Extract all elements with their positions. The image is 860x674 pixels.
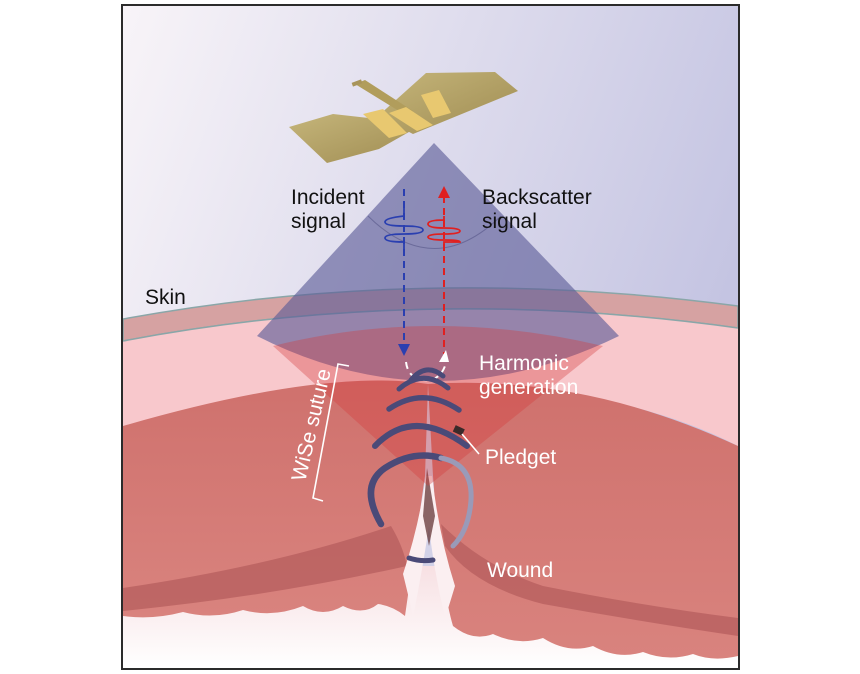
suture-stitch-3 [386, 395, 462, 413]
backscatter-label-line2: signal [482, 210, 537, 233]
harmonic-field-cone [273, 326, 603, 486]
figure-frame: Incident signal Backscatter signal Skin … [121, 4, 740, 670]
suture-stitches [367, 367, 474, 564]
backscatter-signal-label: Backscatter signal [482, 186, 592, 234]
incident-wave-icon [384, 201, 424, 250]
wound-cleft [423, 468, 435, 546]
wound-label: Wound [487, 559, 554, 582]
incident-signal-label: Incident signal [291, 186, 365, 234]
suture-stitch-4 [372, 423, 470, 449]
reader-antenna [289, 72, 518, 163]
pledget-marker [452, 425, 465, 436]
suture-bracket [312, 363, 350, 502]
harmonic-return-arrowhead [439, 350, 449, 362]
incident-field-cone [257, 143, 619, 381]
backscatter-label-line1: Backscatter [482, 186, 592, 209]
harmonic-label-line2: generation [479, 376, 579, 399]
harmonic-generation-label: Harmonic generation [479, 352, 578, 400]
suture-stitch-5-right [438, 455, 474, 549]
harmonic-label-line1: Harmonic [479, 352, 569, 375]
antenna-feedline [355, 80, 413, 116]
suture-stitch-1 [408, 367, 446, 383]
antenna-stripe-1 [363, 109, 407, 138]
backscatter-wave-icon [427, 216, 461, 250]
wound-monitoring-diagram [123, 6, 738, 668]
wound-gap [403, 476, 455, 618]
suture-stitch-2 [396, 375, 451, 392]
tissue-right-side-layer [441, 524, 738, 636]
incident-field-inner-arc [367, 215, 502, 249]
antenna-feedline-tip [351, 79, 363, 87]
pledget-pointer-line [461, 433, 480, 455]
suture-stitch-5-left [367, 452, 445, 528]
antenna-stripe-2 [389, 107, 433, 131]
incident-label-line2: signal [291, 210, 346, 233]
pledget-label: Pledget [485, 446, 557, 469]
incident-label-line1: Incident [291, 186, 365, 209]
antenna-stripe-3 [421, 90, 451, 118]
tissue-left-side-layer [123, 526, 407, 611]
backscatter-arrowhead [438, 186, 450, 198]
skin-label: Skin [145, 286, 186, 309]
suture-bottom-stitch [406, 555, 436, 564]
incident-arrowhead [398, 344, 410, 356]
